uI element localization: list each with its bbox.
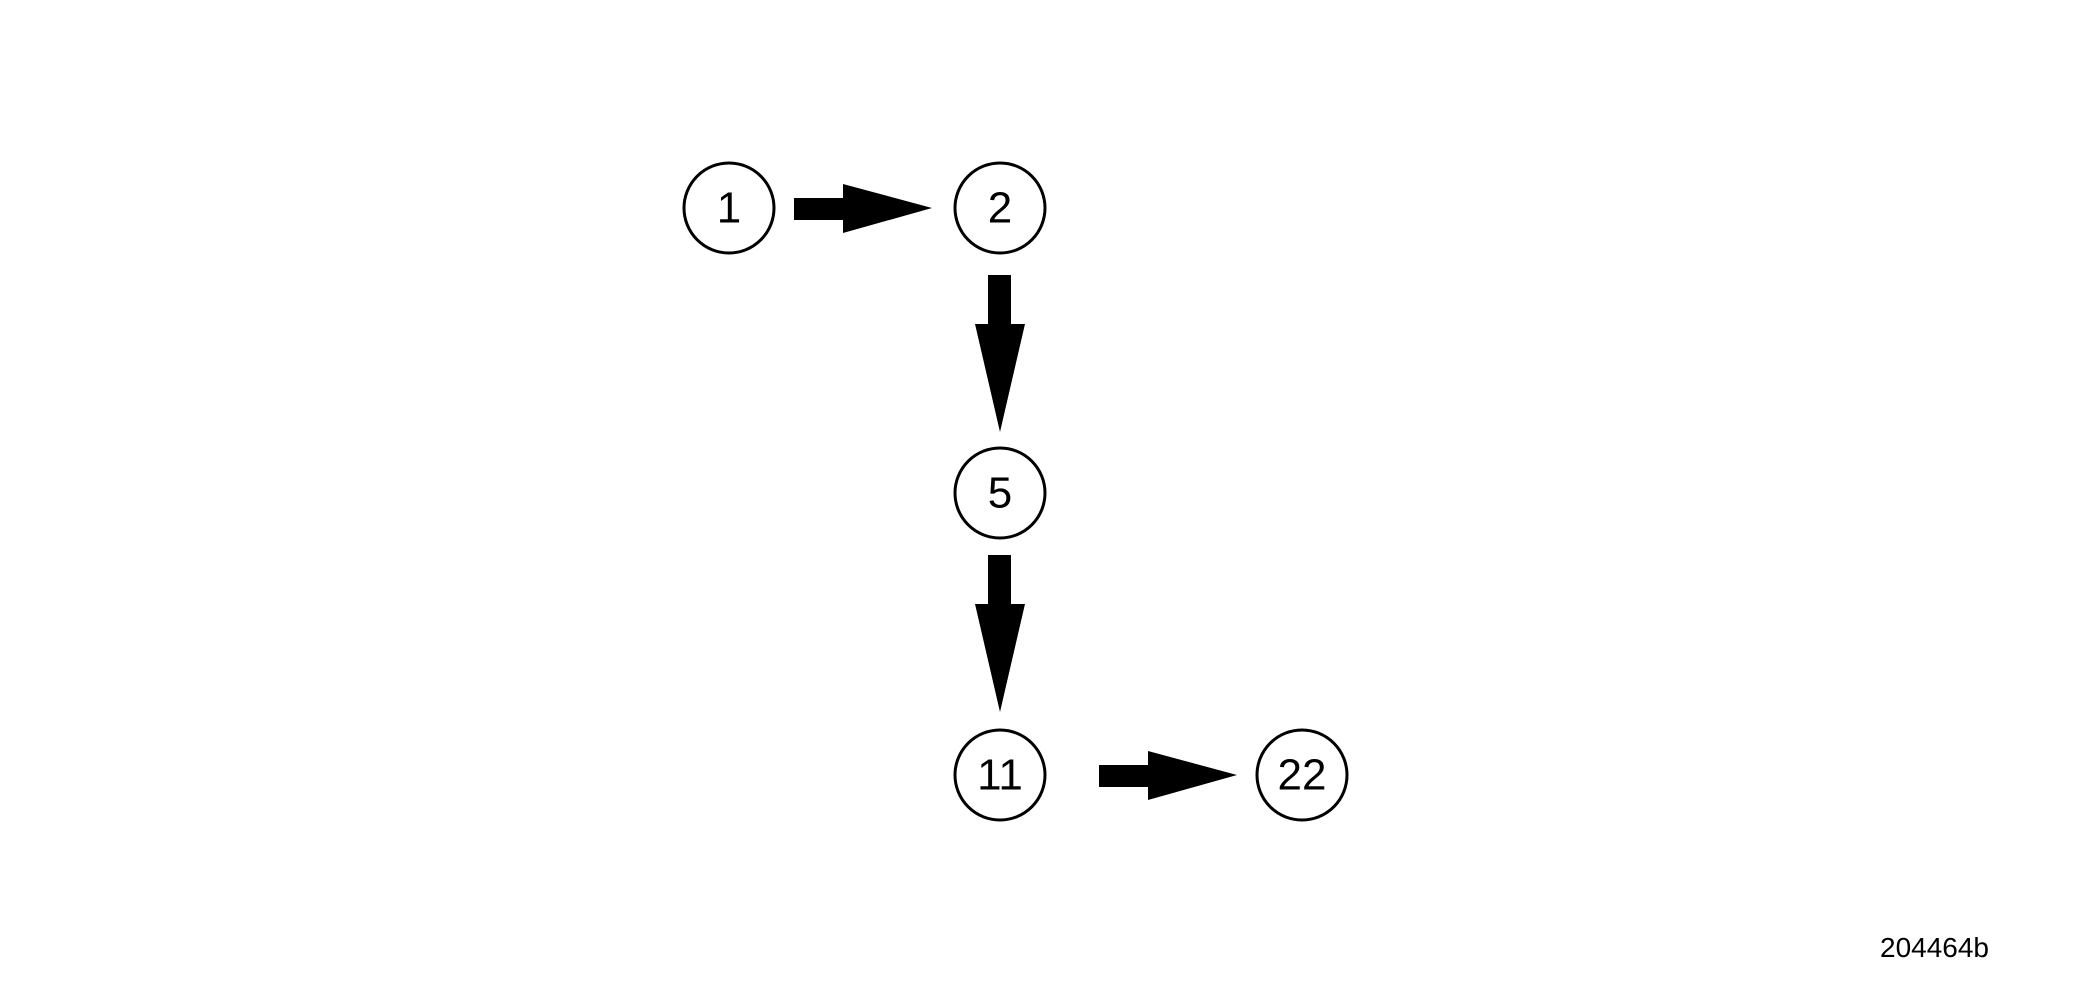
node-label: 5 <box>988 469 1012 518</box>
arrow-2-to-5 <box>975 275 1025 432</box>
node-2: 2 <box>953 161 1047 255</box>
node-label: 2 <box>988 184 1012 233</box>
node-22: 22 <box>1255 728 1349 822</box>
node-label: 1 <box>717 184 741 233</box>
node-label: 22 <box>1278 751 1327 800</box>
arrow-11-to-22 <box>1099 751 1237 800</box>
node-5: 5 <box>953 446 1047 540</box>
arrow-5-to-11 <box>975 555 1025 712</box>
figure-id: 204464b <box>1880 932 1990 963</box>
arrow-1-to-2 <box>794 184 932 233</box>
node-label: 11 <box>977 751 1023 800</box>
node-1: 1 <box>682 161 776 255</box>
node-11: 11 <box>953 728 1047 822</box>
